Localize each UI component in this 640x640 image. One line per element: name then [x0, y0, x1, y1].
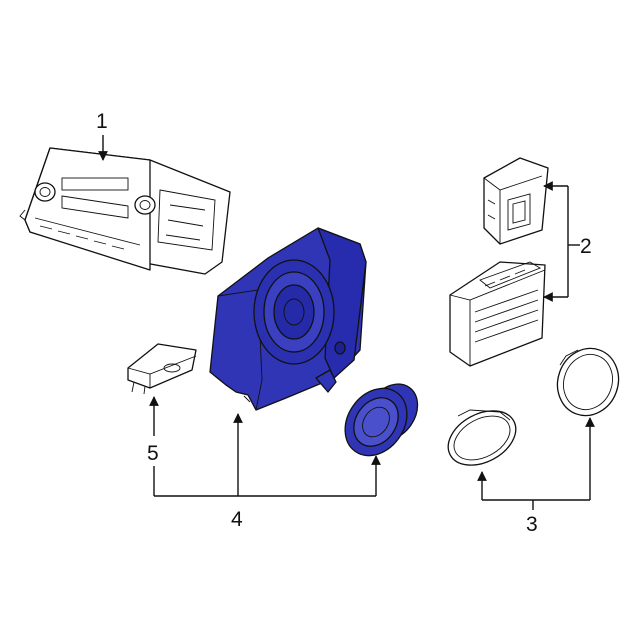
subwoofer-enclosure[interactable] [209, 227, 367, 411]
callout-2: 2 [580, 235, 592, 258]
speaker-small[interactable] [439, 400, 525, 476]
leader-lines [98, 135, 595, 510]
callout-1: 1 [96, 110, 108, 133]
callout-3: 3 [526, 513, 538, 536]
callout-4: 4 [231, 508, 243, 531]
speaker-large[interactable] [548, 340, 628, 424]
sensor-bracket[interactable] [127, 343, 197, 395]
amplifier-module-lower[interactable] [449, 261, 546, 367]
subwoofer-speaker[interactable] [332, 374, 428, 467]
callout-5: 5 [147, 442, 159, 465]
amplifier-module-upper[interactable] [483, 157, 549, 245]
radio-head-unit[interactable] [19, 147, 231, 275]
